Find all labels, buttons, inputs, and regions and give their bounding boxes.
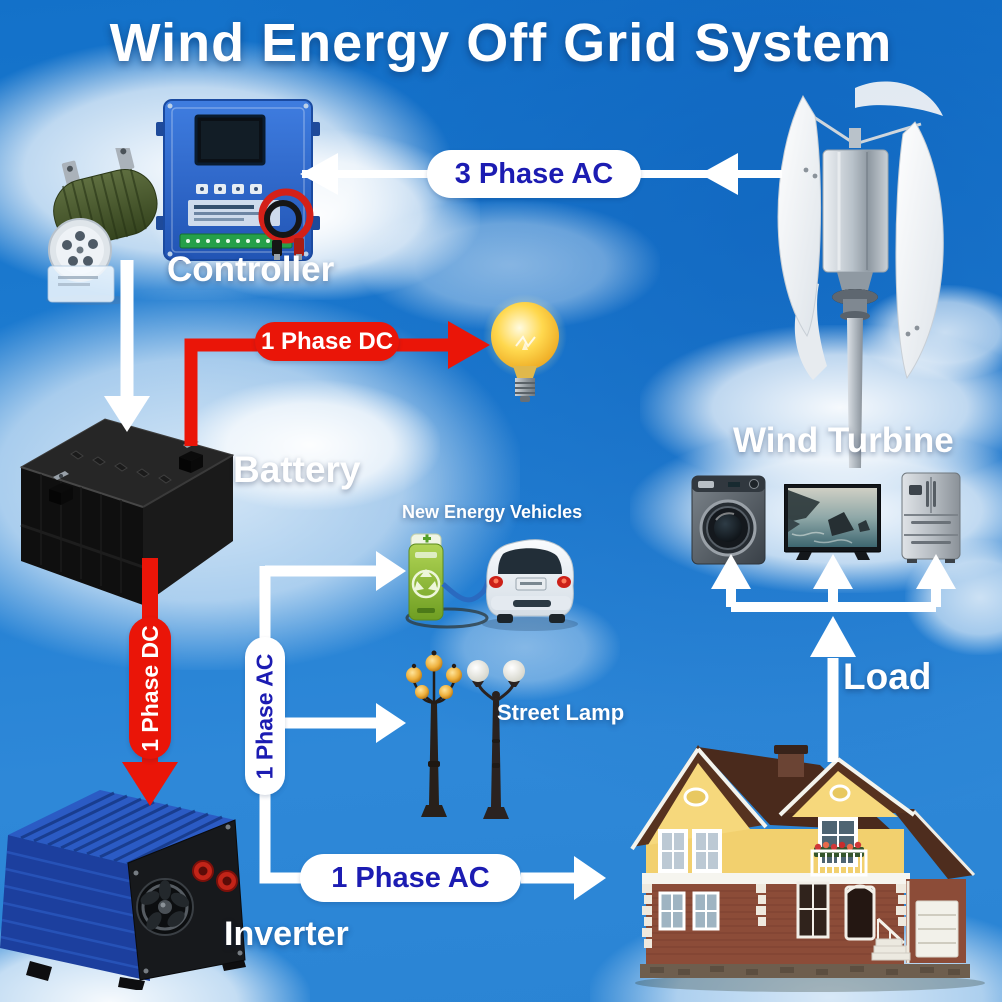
ornate-lamp — [406, 650, 462, 817]
ac-to-house-pill: 1 Phase AC — [300, 854, 521, 902]
new-energy-vehicles-label: New Energy Vehicles — [402, 502, 583, 522]
dump-load-resistor-icon — [28, 143, 166, 306]
refrigerator-icon — [899, 471, 963, 565]
street-lamp-label: Street Lamp — [497, 700, 625, 725]
ac-branch-label: 1 Phase AC — [251, 653, 278, 779]
wind-turbine-label: Wind Turbine — [733, 421, 954, 460]
house-quoins — [642, 884, 906, 948]
ev-charging-icon — [395, 514, 580, 636]
washing-machine-icon — [690, 474, 767, 567]
turbine-blades — [777, 94, 944, 380]
battery-label: Battery — [233, 449, 361, 490]
light-bulb-icon — [483, 292, 569, 406]
controller-label: Controller — [167, 250, 335, 289]
three-phase-ac-pill: 3 Phase AC — [427, 150, 641, 198]
garage — [906, 881, 959, 963]
dc-to-inverter-pill: 1 Phase DC — [129, 617, 171, 759]
dc-to-bulb-pill: 1 Phase DC — [255, 322, 399, 361]
inverter-label: Inverter — [224, 915, 349, 953]
controller-screen — [194, 114, 266, 166]
car-icon — [486, 539, 574, 623]
three-phase-ac-label: 3 Phase AC — [454, 157, 614, 190]
house-icon — [630, 733, 1002, 995]
battery-device — [5, 405, 240, 613]
ac-to-house-label: 1 Phase AC — [331, 861, 490, 894]
load-label: Load — [843, 656, 932, 697]
page-title: Wind Energy Off Grid System — [109, 13, 893, 73]
house-lower-windows — [658, 881, 876, 941]
dc-to-inverter-label: 1 Phase DC — [136, 624, 163, 752]
dc-to-bulb-label: 1 Phase DC — [260, 327, 394, 355]
ev-charger-pillar — [408, 533, 444, 621]
ac-branch-pill: 1 Phase AC — [245, 637, 285, 795]
inverter-fan — [136, 878, 194, 936]
house-balcony — [810, 841, 868, 877]
inverter-terminals — [192, 860, 238, 892]
wind-turbine-icon — [755, 66, 1002, 470]
controller-device — [156, 96, 320, 268]
globe-lamp — [467, 660, 525, 819]
street-lamp-icon — [392, 643, 532, 821]
battery-terminal — [49, 471, 73, 505]
inverter-device — [0, 785, 260, 991]
controller-buttons — [196, 184, 262, 194]
house-upper-windows — [658, 817, 858, 873]
battery-cable-coil — [258, 188, 314, 260]
tv-icon — [783, 483, 882, 564]
house-stairs — [871, 917, 911, 961]
